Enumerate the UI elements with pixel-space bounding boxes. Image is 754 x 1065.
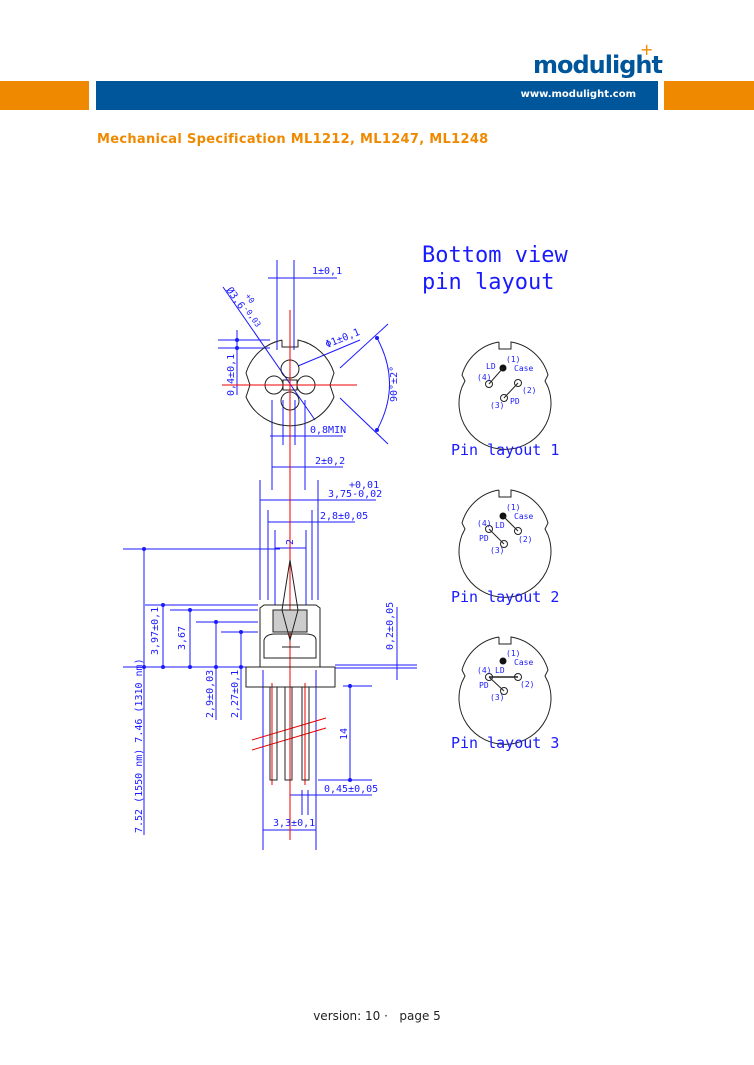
pin-2-label: (2) [522, 386, 536, 395]
dim-375: 3,75-0,02 [328, 489, 382, 500]
ld-label: LD [495, 666, 505, 675]
dim-2: 2±0,2 [315, 456, 345, 467]
pin-1-label: (1) [506, 503, 520, 512]
pd-label: PD [479, 681, 489, 690]
pd-label: PD [510, 397, 520, 406]
website-link[interactable]: www.modulight.com [520, 89, 636, 100]
pin-layout-2-label: Pin layout 2 [451, 588, 559, 606]
pin-layout-1-label: Pin layout 1 [451, 441, 559, 459]
pin-3-label: (3) [490, 546, 504, 555]
pin-4-label: (4) [477, 666, 491, 675]
dim-375-plus: +0,01 [349, 480, 379, 491]
pin-2-label: (2) [520, 680, 534, 689]
pin-1-label: (1) [506, 649, 520, 658]
header-bar-left [0, 81, 89, 110]
dim-90: 90°±2° [389, 366, 400, 402]
case-label: Case [514, 364, 533, 373]
pin-2-label: (2) [518, 535, 532, 544]
pin-layout-2: (1) Case LD (4) PD (2) (3) [458, 489, 552, 598]
page-footer: version: 10 · page 5 [0, 1009, 754, 1023]
dim-02: 0,2±0,05 [385, 602, 396, 650]
dim-1: 1±0,1 [312, 266, 342, 277]
pin-4-label: (4) [477, 373, 491, 382]
dim-752: 7.52 (1550 nm) 7.46 (1310 nm) [134, 658, 145, 833]
case-label: Case [514, 512, 533, 521]
pin-layout-3: (1) Case (4) LD PD (2) (3) [458, 636, 552, 745]
pin-4-label: (4) [477, 519, 491, 528]
side-view [245, 559, 336, 781]
pin-1-label: (1) [506, 355, 520, 364]
dim-397: 3,97±0,1 [150, 607, 161, 655]
dim-08: 0,8MIN [310, 425, 346, 436]
dim-227: 2,27±0,1 [230, 670, 241, 718]
dim-14: 14 [339, 728, 350, 740]
dim-29: 2,9±0,03 [205, 670, 216, 718]
pin-3-label: (3) [490, 693, 504, 702]
dim-phi36-minus: -0,03 [241, 304, 262, 329]
dim-2b: 2 [285, 539, 296, 545]
ld-label: LD [495, 521, 505, 530]
dim-04: 0,4±0,1 [226, 354, 237, 396]
case-label: Case [514, 658, 533, 667]
logo-star-icon: + [640, 40, 654, 59]
dim-367: 3,67 [177, 626, 188, 650]
modulight-logo: modulight [533, 51, 663, 79]
page-title: Mechanical Specification ML1212, ML1247,… [97, 132, 489, 147]
dim-045: 0,45±0,05 [324, 784, 378, 795]
version-label: version: 10 · [313, 1009, 388, 1023]
pin-layout-1: LD (1) Case (4) (2) PD (3) [458, 341, 552, 450]
header-bar-right [664, 81, 754, 110]
header-bar: www.modulight.com [96, 81, 658, 110]
pin-layout-3-label: Pin layout 3 [451, 734, 559, 752]
dim-28: 2,8±0,05 [320, 511, 368, 522]
bottom-view-title: Bottom view [422, 243, 568, 268]
pd-label: PD [479, 534, 489, 543]
dim-33: 3,3±0,1 [273, 818, 315, 829]
page-number: page 5 [399, 1009, 441, 1023]
bottom-view-subtitle: pin layout [422, 270, 554, 295]
pin-3-label: (3) [490, 401, 504, 410]
ld-label: LD [486, 362, 496, 371]
